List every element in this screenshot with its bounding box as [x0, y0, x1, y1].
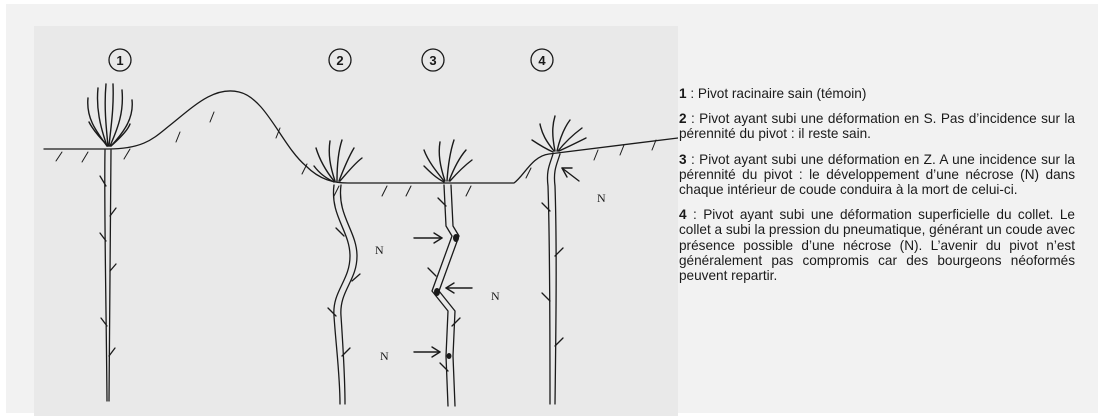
plant-2-root: [327, 184, 361, 405]
legend: 1 : Pivot racinaire sain (témoin) 2 : Pi…: [679, 86, 1075, 293]
root-deformation-illustration: 1 2 3 4 N N N N: [34, 26, 678, 416]
plant-number-2: 2: [336, 53, 343, 68]
necrosis-label-plant4: N: [597, 191, 606, 205]
plant-3-leaves: [423, 139, 473, 183]
legend-separator: :: [686, 151, 700, 167]
plant-number-4: 4: [538, 53, 546, 68]
legend-item-1: 1 : Pivot racinaire sain (témoin): [679, 86, 1075, 101]
legend-separator: :: [686, 207, 704, 223]
legend-item-4: 4 : Pivot ayant subi une déformation sup…: [679, 207, 1075, 283]
legend-number: 4: [679, 207, 687, 223]
legend-text: Pivot ayant subi une déformation en Z. A…: [679, 151, 1075, 198]
necrosis-arrows: [413, 167, 580, 358]
legend-separator: :: [686, 111, 700, 127]
plant-number-circles: [108, 48, 554, 72]
plant-number-1: 1: [116, 53, 123, 68]
legend-number: 2: [679, 111, 687, 127]
legend-item-3: 3 : Pivot ayant subi une déformation en …: [679, 152, 1075, 198]
plant-number-3: 3: [429, 53, 436, 68]
legend-number: 1: [679, 86, 687, 101]
legend-separator: :: [686, 86, 698, 101]
plant-2-leaves: [313, 139, 363, 183]
plant-1-leaves: [87, 83, 133, 147]
legend-number: 3: [679, 151, 687, 167]
plant-4-root: [541, 153, 564, 405]
soil-hatching: [55, 111, 657, 197]
necrosis-label-plant3-lower: N: [380, 349, 389, 363]
plant-1-root: [99, 149, 117, 402]
soil-surface-line: [43, 90, 678, 184]
plant-4-leaves: [531, 115, 587, 153]
figure-frame: 1 2 3 4 N N N N 1 : Pivot racinaire sain…: [6, 4, 1098, 416]
root-diagram-svg: 1 2 3 4 N N N N: [43, 48, 678, 407]
plant-3-necrosis-spots: [434, 234, 459, 359]
legend-text: Pivot ayant subi une déformation en S. P…: [679, 111, 1075, 142]
plant-3-root: [427, 184, 461, 407]
legend-item-2: 2 : Pivot ayant subi une déformation en …: [679, 111, 1075, 141]
necrosis-label-plant2: N: [375, 243, 384, 257]
necrosis-label-plant3-middle: N: [491, 289, 500, 303]
legend-text: Pivot ayant subi une déformation superfi…: [679, 207, 1075, 284]
legend-text: Pivot racinaire sain (témoin): [697, 86, 867, 101]
